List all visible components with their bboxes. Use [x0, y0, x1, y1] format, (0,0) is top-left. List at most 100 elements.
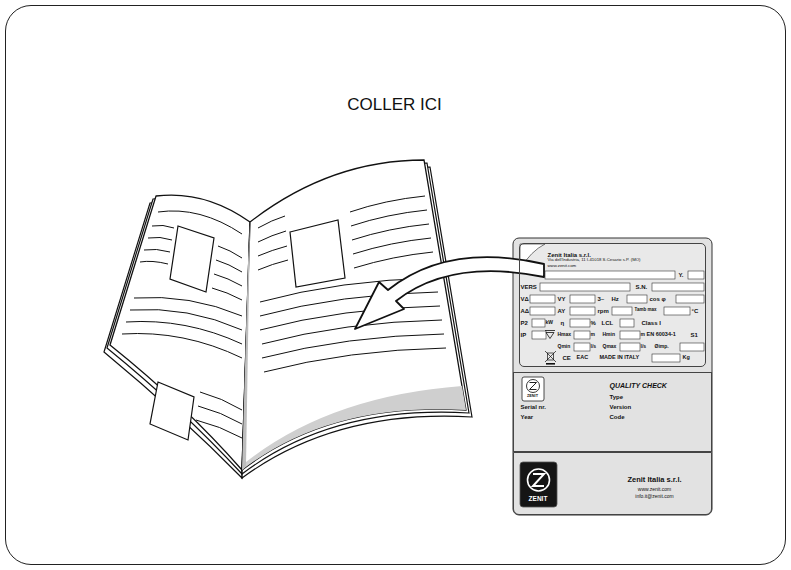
- bin-symbol: [545, 351, 556, 362]
- text-line: [196, 420, 242, 438]
- field-box: [540, 283, 630, 291]
- text-line: [216, 260, 242, 272]
- field-box: [627, 295, 647, 303]
- plate-field-label: AY: [558, 308, 566, 314]
- plate-field-label: CE: [563, 355, 571, 361]
- text-line: [130, 309, 242, 330]
- field-box: [680, 343, 704, 351]
- plate-field-label: cos φ: [650, 296, 666, 302]
- text-line: [140, 261, 168, 264]
- plate-field-label: Hz: [612, 296, 619, 302]
- field-box: [652, 283, 704, 291]
- plate-field-label: IP: [521, 332, 527, 338]
- quality-check-panel: ZENITQUALITY CHECKTypeSerial nr.VersionY…: [513, 372, 712, 452]
- plate-field-label: Y.: [679, 272, 684, 278]
- text-line: [198, 406, 242, 424]
- field-box: [620, 343, 640, 351]
- plate-field-label: 3~: [598, 296, 605, 302]
- text-line: [126, 321, 242, 344]
- water-level-symbol: [545, 330, 555, 331]
- plate-field-label: Qmin: [558, 344, 571, 349]
- field-box: [530, 307, 555, 315]
- plate-field-label: S1: [691, 332, 698, 338]
- field-box: [688, 271, 704, 279]
- paste-frame: COLLER ICI Zenit Italia s.r.l.Via dell'In…: [5, 5, 786, 565]
- text-line: [258, 231, 286, 242]
- brand-text: info.it@zenit.com: [635, 494, 673, 499]
- plate-field-label: EN 60034-1: [647, 332, 676, 338]
- rating-plate: Zenit Italia s.r.l.Via dell'Industria, 1…: [519, 243, 706, 367]
- field-box: [676, 295, 704, 303]
- book-right-page: [242, 160, 466, 470]
- plate-field-label: η: [561, 320, 565, 326]
- book-left-page: [110, 195, 250, 470]
- quality-field-label: QUALITY CHECK: [610, 382, 667, 389]
- plate-field-label: kW: [546, 320, 554, 325]
- bin-symbol: [546, 363, 555, 365]
- text-line: [214, 274, 242, 286]
- text-line: [354, 252, 433, 268]
- text-line: [212, 288, 242, 300]
- plate-field-label: Hmin: [603, 332, 616, 337]
- text-line: [152, 225, 174, 228]
- zenit-logo: [533, 474, 544, 486]
- plate-field-label: MADE IN ITALY: [600, 355, 640, 361]
- text-line: [258, 260, 288, 270]
- quality-field-label: Year: [521, 414, 534, 420]
- plate-field-label: VY: [558, 296, 566, 302]
- page-picture: [170, 226, 214, 292]
- field-box: [545, 271, 675, 279]
- plate-field-label: rpm: [598, 308, 609, 314]
- field-box: [620, 331, 640, 339]
- plate-field-label: Tamb max: [635, 308, 657, 313]
- plate-field-label: www.zenit.com: [548, 264, 577, 268]
- field-box: [532, 319, 545, 327]
- plate-field-label: Zenit Italia s.r.l.: [548, 252, 591, 258]
- field-box: [664, 307, 690, 315]
- text-line: [158, 211, 242, 234]
- field-box: [652, 354, 680, 362]
- plate-field-label: Kg: [683, 355, 690, 361]
- text-line: [144, 249, 170, 252]
- plate-field-label: l/s: [641, 344, 647, 349]
- plate-field-label: P2: [521, 320, 528, 326]
- plate-field-label: AΔ: [521, 308, 530, 314]
- plate-field-label: %: [591, 320, 596, 326]
- field-box: [570, 295, 595, 303]
- page-picture: [150, 382, 194, 440]
- field-box: [570, 307, 595, 315]
- plate-field-label: VERS: [521, 284, 537, 290]
- text-line: [148, 237, 172, 240]
- quality-field-label: Serial nr.: [521, 404, 546, 410]
- text-line: [350, 196, 425, 212]
- field-box: [570, 319, 590, 327]
- zenit-logo: [520, 462, 557, 507]
- brand-text: ZENIT: [529, 496, 548, 503]
- page-picture: [290, 220, 345, 287]
- quality-field-label: Type: [610, 394, 624, 400]
- plate-field-label: m: [591, 332, 595, 337]
- plate-field-label: EAC: [577, 355, 589, 361]
- instruction-text: COLLER ICI: [347, 96, 441, 113]
- brand-text: Zenit Italia s.r.l.: [627, 476, 681, 484]
- field-box: [620, 319, 634, 327]
- plate-field-label: m: [641, 332, 645, 337]
- plate-field-label: Øimp.: [655, 344, 669, 349]
- brand-text: www.zenit.com: [638, 487, 671, 492]
- text-line: [352, 224, 429, 240]
- water-level-symbol: [546, 333, 554, 339]
- field-box: [530, 295, 555, 303]
- zenit-logo: [527, 380, 540, 393]
- plate-field-label: Class I: [642, 320, 661, 326]
- field-box: [532, 331, 546, 339]
- field-boxes: [530, 271, 704, 362]
- plate-field-label: LCL: [602, 320, 614, 326]
- text-line: [264, 348, 446, 372]
- plate-field-label: VΔ: [521, 296, 529, 302]
- page-shade: [242, 222, 250, 470]
- text-line: [122, 334, 242, 359]
- zenit-logo: [528, 469, 550, 491]
- page-text-lines: [122, 211, 242, 438]
- field-box: [574, 331, 590, 339]
